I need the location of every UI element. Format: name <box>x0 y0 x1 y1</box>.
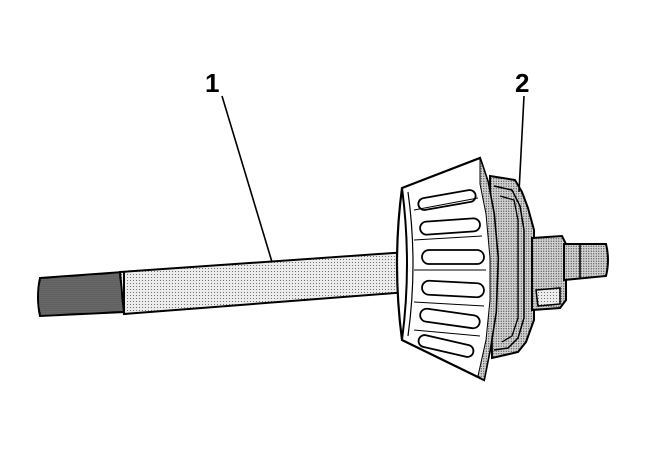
shaft <box>118 250 409 316</box>
callout-label-1: 1 <box>205 68 219 98</box>
callout-leader-1 <box>221 95 273 263</box>
callout-label-2: 2 <box>515 68 529 98</box>
bearing-rollers <box>417 189 485 358</box>
tapered-roller-bearing <box>395 156 500 382</box>
shaft-spline-end <box>37 270 125 318</box>
shaft-nut-end <box>531 234 609 312</box>
callout-leader-2 <box>518 95 525 193</box>
